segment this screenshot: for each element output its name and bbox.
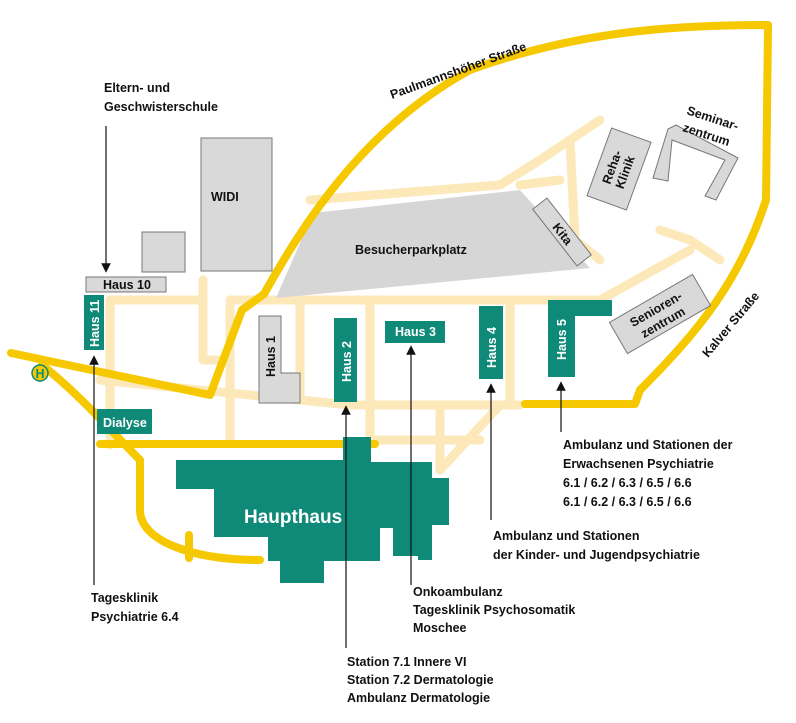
visitor-parking [276, 190, 590, 298]
building-haus2 [334, 318, 357, 402]
building-haus3 [385, 321, 445, 343]
building-haupthaus [176, 437, 449, 583]
svg-text:6.1 / 6.2 / 6.3 / 6.5 / 6.6: 6.1 / 6.2 / 6.3 / 6.5 / 6.6 [563, 495, 692, 509]
callout-tagesklinik: Tagesklinik Psychiatrie 6.4 [91, 591, 179, 624]
callout-haus3: Onkoambulanz Tagesklinik Psychosomatik M… [413, 585, 575, 635]
building-seminarzentrum: Seminar- zentrum [652, 104, 740, 201]
bus-stop-icon: H [31, 364, 49, 382]
svg-text:Onkoambulanz: Onkoambulanz [413, 585, 503, 599]
building-haus4-label: Haus 4 [485, 327, 499, 368]
svg-text:Station 7.2 Dermatologie: Station 7.2 Dermatologie [347, 673, 494, 687]
svg-text:Psychiatrie 6.4: Psychiatrie 6.4 [91, 610, 179, 624]
callout-haus2: Station 7.1 Innere VI Station 7.2 Dermat… [347, 655, 494, 705]
road-paulmannshoeher [7, 21, 772, 408]
callout-haus5: Ambulanz und Stationen der Erwachsenen P… [563, 438, 733, 509]
callout-arrows [89, 126, 566, 648]
building-haus3-label: Haus 3 [395, 325, 436, 339]
svg-text:6.1 / 6.2 / 6.3 / 6.5 / 6.6: 6.1 / 6.2 / 6.3 / 6.5 / 6.6 [563, 476, 692, 490]
svg-text:Station 7.1 Innere VI: Station 7.1 Innere VI [347, 655, 466, 669]
building-widi-label: WIDI [211, 190, 239, 204]
svg-text:Eltern- und: Eltern- und [104, 81, 170, 95]
svg-text:H: H [36, 367, 45, 381]
building-haus2-label: Haus 2 [340, 341, 354, 382]
building-haus11 [84, 295, 104, 350]
building-haus4 [479, 306, 503, 379]
callout-eltern: Eltern- und Geschwisterschule [104, 81, 218, 114]
building-haus10-label: Haus 10 [103, 278, 151, 292]
building-dialyse-label: Dialyse [103, 416, 147, 430]
svg-text:Ambulanz Dermatologie: Ambulanz Dermatologie [347, 691, 490, 705]
building-haus5-label: Haus 5 [555, 319, 569, 360]
svg-text:der Kinder- und Jugendpsychiat: der Kinder- und Jugendpsychiatrie [493, 548, 700, 562]
building-haus1-label: Haus 1 [264, 336, 278, 377]
building-haupthaus-label: Haupthaus [244, 507, 342, 528]
building-haus1 [258, 315, 301, 404]
svg-text:Geschwisterschule: Geschwisterschule [104, 100, 218, 114]
svg-text:Erwachsenen Psychiatrie: Erwachsenen Psychiatrie [563, 457, 714, 471]
callout-haus4: Ambulanz und Stationen der Kinder- und J… [493, 529, 700, 562]
building-dialyse [97, 409, 152, 434]
main-roads [7, 21, 772, 564]
svg-text:Ambulanz und Stationen der: Ambulanz und Stationen der [563, 438, 733, 452]
street-label-kalver: Kalver Straße [700, 289, 763, 360]
svg-text:Tagesklinik: Tagesklinik [91, 591, 158, 605]
street-label-paulmannshoeher: Paulmannshöher Straße [388, 39, 528, 101]
road-outer-bend [38, 361, 264, 564]
building-haus5 [548, 300, 612, 377]
svg-text:Ambulanz und Stationen: Ambulanz und Stationen [493, 529, 640, 543]
svg-text:Tagesklinik Psychosomatik: Tagesklinik Psychosomatik [413, 603, 575, 617]
building-haus10 [85, 276, 167, 293]
building-widi [200, 137, 273, 272]
svg-text:Moschee: Moschee [413, 621, 467, 635]
visitor-parking-label: Besucherparkplatz [355, 243, 467, 257]
building-small-gray [141, 231, 186, 273]
building-reha-klinik: Reha- Klinik [586, 127, 652, 211]
building-haus11-label: Haus 11 [88, 300, 102, 347]
